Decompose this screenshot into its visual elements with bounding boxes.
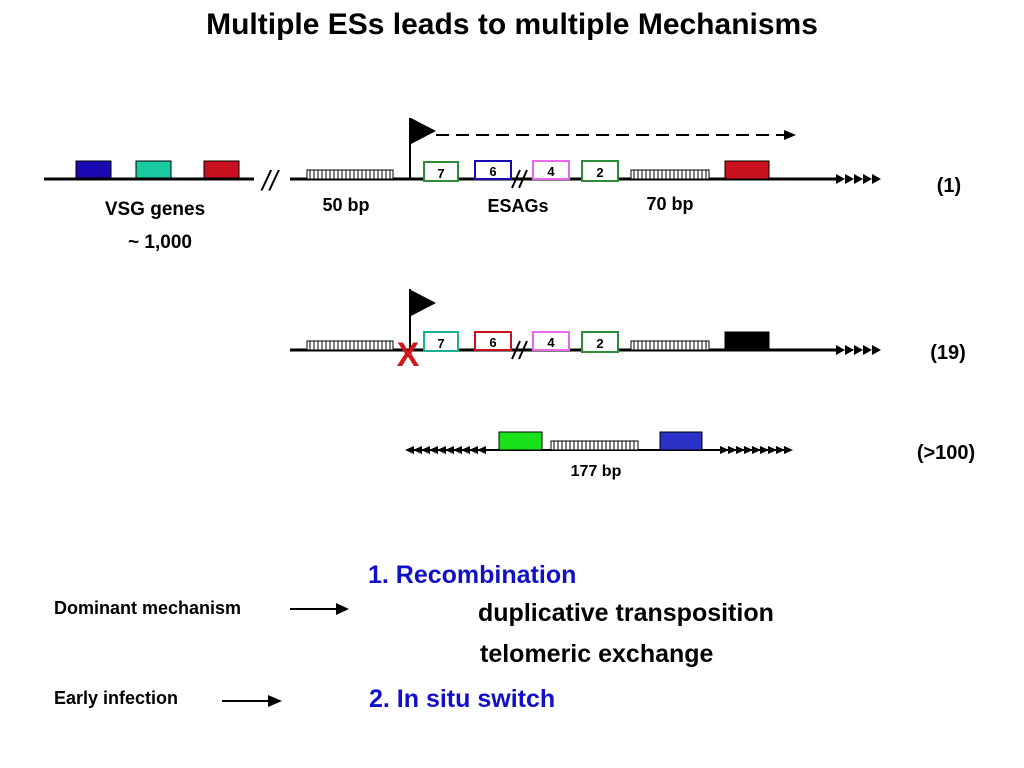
esag-gap-break-2 — [518, 340, 528, 360]
esag-2-number: 2 — [596, 336, 603, 351]
esag-4-box — [532, 160, 570, 180]
minichrom-vsg-blue — [659, 431, 703, 451]
minichrom-vsg-green — [498, 431, 543, 451]
early-infection-arrowhead-icon — [268, 695, 282, 707]
esags-label: ESAGs — [487, 196, 548, 216]
esag-4-number: 4 — [547, 335, 555, 350]
repeat-50bp — [306, 340, 394, 351]
active-es-count: (1) — [937, 175, 961, 197]
esag-6-number: 6 — [489, 164, 496, 179]
mechanism-duplicative-transposition: duplicative transposition — [478, 599, 774, 627]
left-telomere-repeats-icon — [405, 446, 486, 454]
esag-gap-break-1 — [511, 340, 521, 360]
vsg-gene-red — [203, 160, 240, 179]
esag-gap-break-2 — [518, 169, 528, 189]
repeat-177bp — [550, 440, 639, 451]
vsg-gene-teal — [135, 160, 172, 179]
vsg-genes-label: VSG genes — [105, 199, 205, 220]
esag-4-box — [532, 331, 570, 351]
dominant-arrowhead-icon — [336, 603, 349, 615]
repeat-50bp — [306, 169, 394, 180]
esag-6-box — [474, 331, 512, 351]
esag-7-box — [423, 161, 459, 182]
slide-title: Multiple ESs leads to multiple Mechanism… — [206, 8, 818, 41]
repeat-70bp — [630, 340, 710, 351]
esag-6-box — [474, 160, 512, 180]
esag-7-number: 7 — [437, 166, 444, 181]
expressed-vsg-gene — [724, 160, 770, 180]
vsg-genes-count: ~ 1,000 — [128, 232, 192, 253]
dominant-mechanism-label: Dominant mechanism — [54, 598, 242, 618]
esag-4-number: 4 — [547, 164, 555, 179]
minichromosome-count: (>100) — [917, 442, 975, 464]
telomere-repeats-icon — [836, 345, 881, 355]
vsg-gene-blue — [75, 160, 112, 179]
silent-vsg-gene — [724, 331, 770, 351]
repeat-70bp-label: 70 bp — [646, 194, 693, 214]
mechanism-telomeric-exchange: telomeric exchange — [480, 640, 714, 668]
minichromosome: 177 bp (>100) — [405, 431, 975, 480]
promoter-flag-icon — [411, 118, 436, 144]
active-expression-site: 50 bp 7 6 4 2 ESAGs 70 bp — [290, 118, 961, 216]
chromosome-break-symbol: // — [260, 165, 281, 196]
repeat-177bp-label: 177 bp — [571, 463, 622, 480]
repeat-50bp-label: 50 bp — [322, 195, 369, 215]
esag-2-number: 2 — [596, 165, 603, 180]
esag-2-box — [581, 160, 619, 182]
esag-6-number: 6 — [489, 335, 496, 350]
mechanism-in-situ-switch: 2. In situ switch — [369, 685, 556, 713]
inactive-es-count: (19) — [930, 342, 966, 364]
mechanism-recombination: 1. Recombination — [368, 561, 577, 589]
vsg-array: // VSG genes ~ 1,000 — [44, 160, 281, 253]
inactive-expression-site: X 7 6 4 2 (19) — [290, 289, 966, 374]
transcription-blocked-mark: X — [397, 336, 420, 374]
esag-gap-break-1 — [511, 169, 521, 189]
telomere-repeats-icon — [836, 174, 881, 184]
transcription-arrowhead-icon — [784, 130, 796, 140]
promoter-flag-icon — [411, 290, 436, 316]
esag-2-box — [581, 331, 619, 353]
esag-7-number: 7 — [437, 336, 444, 351]
esag-7-box — [423, 331, 459, 352]
right-telomere-repeats-icon — [720, 446, 793, 454]
repeat-70bp — [630, 169, 710, 180]
early-infection-label: Early infection — [54, 688, 179, 708]
